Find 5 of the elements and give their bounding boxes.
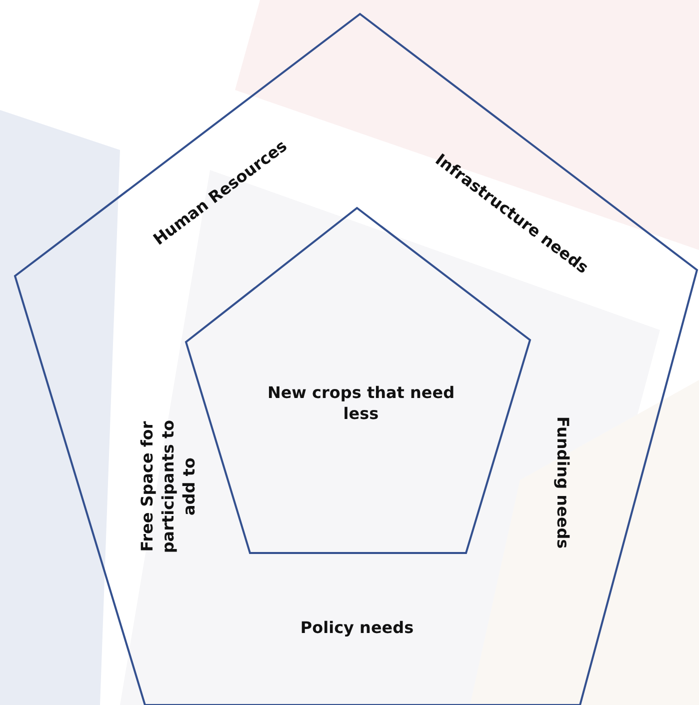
section-label: Funding needs	[552, 415, 574, 551]
section-label: Free Space for participants to add to	[136, 418, 200, 556]
section-label: New crops that need less	[266, 382, 456, 424]
section-label: Policy needs	[299, 617, 415, 638]
pentagon-shape	[15, 14, 697, 705]
